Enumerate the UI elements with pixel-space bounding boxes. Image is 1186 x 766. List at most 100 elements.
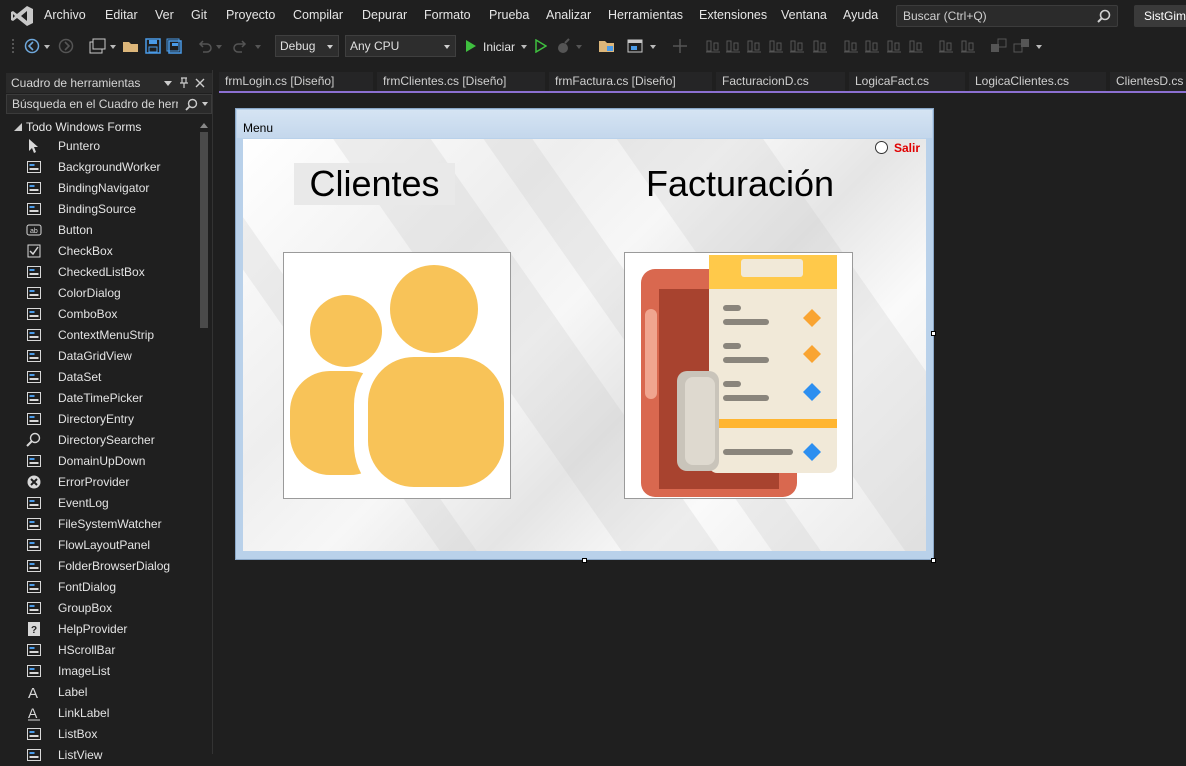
scroll-up-icon[interactable] [200,123,208,128]
open-folder-icon[interactable] [122,38,140,54]
toolbox-item-directorysearcher[interactable]: DirectorySearcher [0,430,196,451]
toolbox-search-input[interactable]: Búsqueda en el Cuadro de herramientas [6,94,212,114]
search-placeholder: Buscar (Ctrl+Q) [903,9,987,23]
new-dropdown-icon[interactable] [110,45,116,49]
start-without-debug-icon[interactable] [535,39,547,53]
toolbox-item-groupbox[interactable]: GroupBox [0,598,196,619]
align-right-icon [747,40,761,53]
toolbox-item-folderbrowserdialog[interactable]: FolderBrowserDialog [0,556,196,577]
save-icon[interactable] [145,38,161,54]
collapse-triangle-icon[interactable] [14,123,22,131]
form-menu-strip[interactable]: Menu [237,110,932,138]
menu-item-git[interactable]: Git [191,8,207,22]
search-options-dropdown-icon[interactable] [202,102,208,106]
back-icon[interactable] [24,38,40,54]
toolbox-item-label: EventLog [58,496,109,510]
tab-logicafact-cs[interactable]: LogicaFact.cs [849,72,966,91]
pin-icon[interactable] [179,77,189,89]
search-box[interactable]: Buscar (Ctrl+Q) [896,5,1118,27]
back-dropdown-icon[interactable] [44,45,50,49]
toolbox-item-bindingnavigator[interactable]: BindingNavigator [0,178,196,199]
save-all-icon[interactable] [166,38,182,54]
toolbox-header: Cuadro de herramientas [6,73,212,93]
menu-item-ver[interactable]: Ver [155,8,174,22]
visual-studio-logo-icon [10,5,34,27]
menu-item-ayuda[interactable]: Ayuda [843,8,879,22]
toolbox-item-listview[interactable]: ListView [0,745,196,766]
toolbox-item-backgroundworker[interactable]: BackgroundWorker [0,157,196,178]
radio-circle-icon[interactable] [875,141,888,154]
toolbox-item-domainupdown[interactable]: DomainUpDown [0,451,196,472]
panel-dropdown-icon[interactable] [164,81,172,86]
align-bottom-icon [813,40,827,53]
menu-item-ventana[interactable]: Ventana [781,8,827,22]
toolbox-scroll-thumb[interactable] [200,132,208,328]
toolbox-item-dataset[interactable]: DataSet [0,367,196,388]
toolbox-item-hscrollbar[interactable]: HScrollBar [0,640,196,661]
menu-item-analizar[interactable]: Analizar [546,8,592,22]
layout-dropdown-icon[interactable] [650,45,656,49]
toolbox-item-datetimepicker[interactable]: DateTimePicker [0,388,196,409]
toolbox-item-helpprovider[interactable]: ?HelpProvider [0,619,196,640]
solution-name-button[interactable]: SistGimn [1134,5,1186,27]
context-menu-icon [27,329,41,341]
layout-icon[interactable] [627,38,645,54]
toolbox-item-errorprovider[interactable]: ErrorProvider [0,472,196,493]
start-icon[interactable] [465,39,477,53]
toolbox-item-eventlog[interactable]: EventLog [0,493,196,514]
tab-clientesd-cs[interactable]: ClientesD.cs [1110,72,1186,91]
menu-item-menu[interactable]: Menu [243,121,274,135]
platform-dropdown[interactable]: Any CPU [345,35,456,57]
menu-item-depurar[interactable]: Depurar [362,8,408,22]
menu-item-extensiones[interactable]: Extensiones [699,8,768,22]
solution-explorer-icon[interactable] [598,38,616,54]
new-project-icon[interactable] [88,38,106,54]
forward-icon [58,38,74,54]
salir-radio-button[interactable]: Salir [874,140,924,156]
clientes-label[interactable]: Clientes [294,163,455,205]
menu-item-herramientas[interactable]: Herramientas [608,8,684,22]
toolbox-item-label: FileSystemWatcher [58,517,162,531]
facturacion-picture-box[interactable] [624,252,853,499]
toolbox-item-fontdialog[interactable]: FontDialog [0,577,196,598]
toolbox-item-datagridview[interactable]: DataGridView [0,346,196,367]
toolbox-item-checkedlistbox[interactable]: CheckedListBox [0,262,196,283]
resize-handle-bottom-right[interactable] [931,558,936,563]
toolbox-item-listbox[interactable]: ListBox [0,724,196,745]
toolbox-item-imagelist[interactable]: ImageList [0,661,196,682]
clientes-picture-box[interactable] [283,252,511,505]
tab-frmclientes-cs-dise-o[interactable]: frmClientes.cs [Diseño] [377,72,546,91]
send-to-back-icon [1013,39,1029,53]
configuration-dropdown[interactable]: Debug [275,35,339,57]
toolbox-item-colordialog[interactable]: ColorDialog [0,283,196,304]
tab-frmlogin-cs-dise-o[interactable]: frmLogin.cs [Diseño] [219,72,374,91]
platform-value: Any CPU [350,39,400,53]
facturacion-label[interactable]: Facturación [645,163,835,204]
toolbox-item-contextmenustrip[interactable]: ContextMenuStrip [0,325,196,346]
toolbox-item-flowlayoutpanel[interactable]: FlowLayoutPanel [0,535,196,556]
toolbox-item-filesystemwatcher[interactable]: FileSystemWatcher [0,514,196,535]
toolbox-item-bindingsource[interactable]: BindingSource [0,199,196,220]
menu-item-archivo[interactable]: Archivo [44,8,86,22]
toolbox-item-checkbox[interactable]: CheckBox [0,241,196,262]
tab-facturaciond-cs[interactable]: FacturacionD.cs [716,72,846,91]
menu-item-formato[interactable]: Formato [424,8,471,22]
menu-item-prueba[interactable]: Prueba [489,8,530,22]
toolbox-item-puntero[interactable]: Puntero [0,136,196,157]
start-dropdown-icon[interactable] [521,45,527,49]
menu-item-editar[interactable]: Editar [105,8,138,22]
close-icon[interactable] [195,78,205,88]
tab-frmfactura-cs-dise-o[interactable]: frmFactura.cs [Diseño] [549,72,713,91]
toolbox-item-combobox[interactable]: ComboBox [0,304,196,325]
toolbox-item-directoryentry[interactable]: DirectoryEntry [0,409,196,430]
resize-handle-right[interactable] [931,331,936,336]
menu-item-proyecto[interactable]: Proyecto [226,8,276,22]
overflow-dropdown-icon[interactable] [1036,45,1042,49]
start-button-label[interactable]: Iniciar [483,40,516,54]
resize-handle-bottom[interactable] [582,558,587,563]
menu-item-compilar[interactable]: Compilar [293,8,344,22]
tab-logicaclientes-cs[interactable]: LogicaClientes.cs [969,72,1107,91]
